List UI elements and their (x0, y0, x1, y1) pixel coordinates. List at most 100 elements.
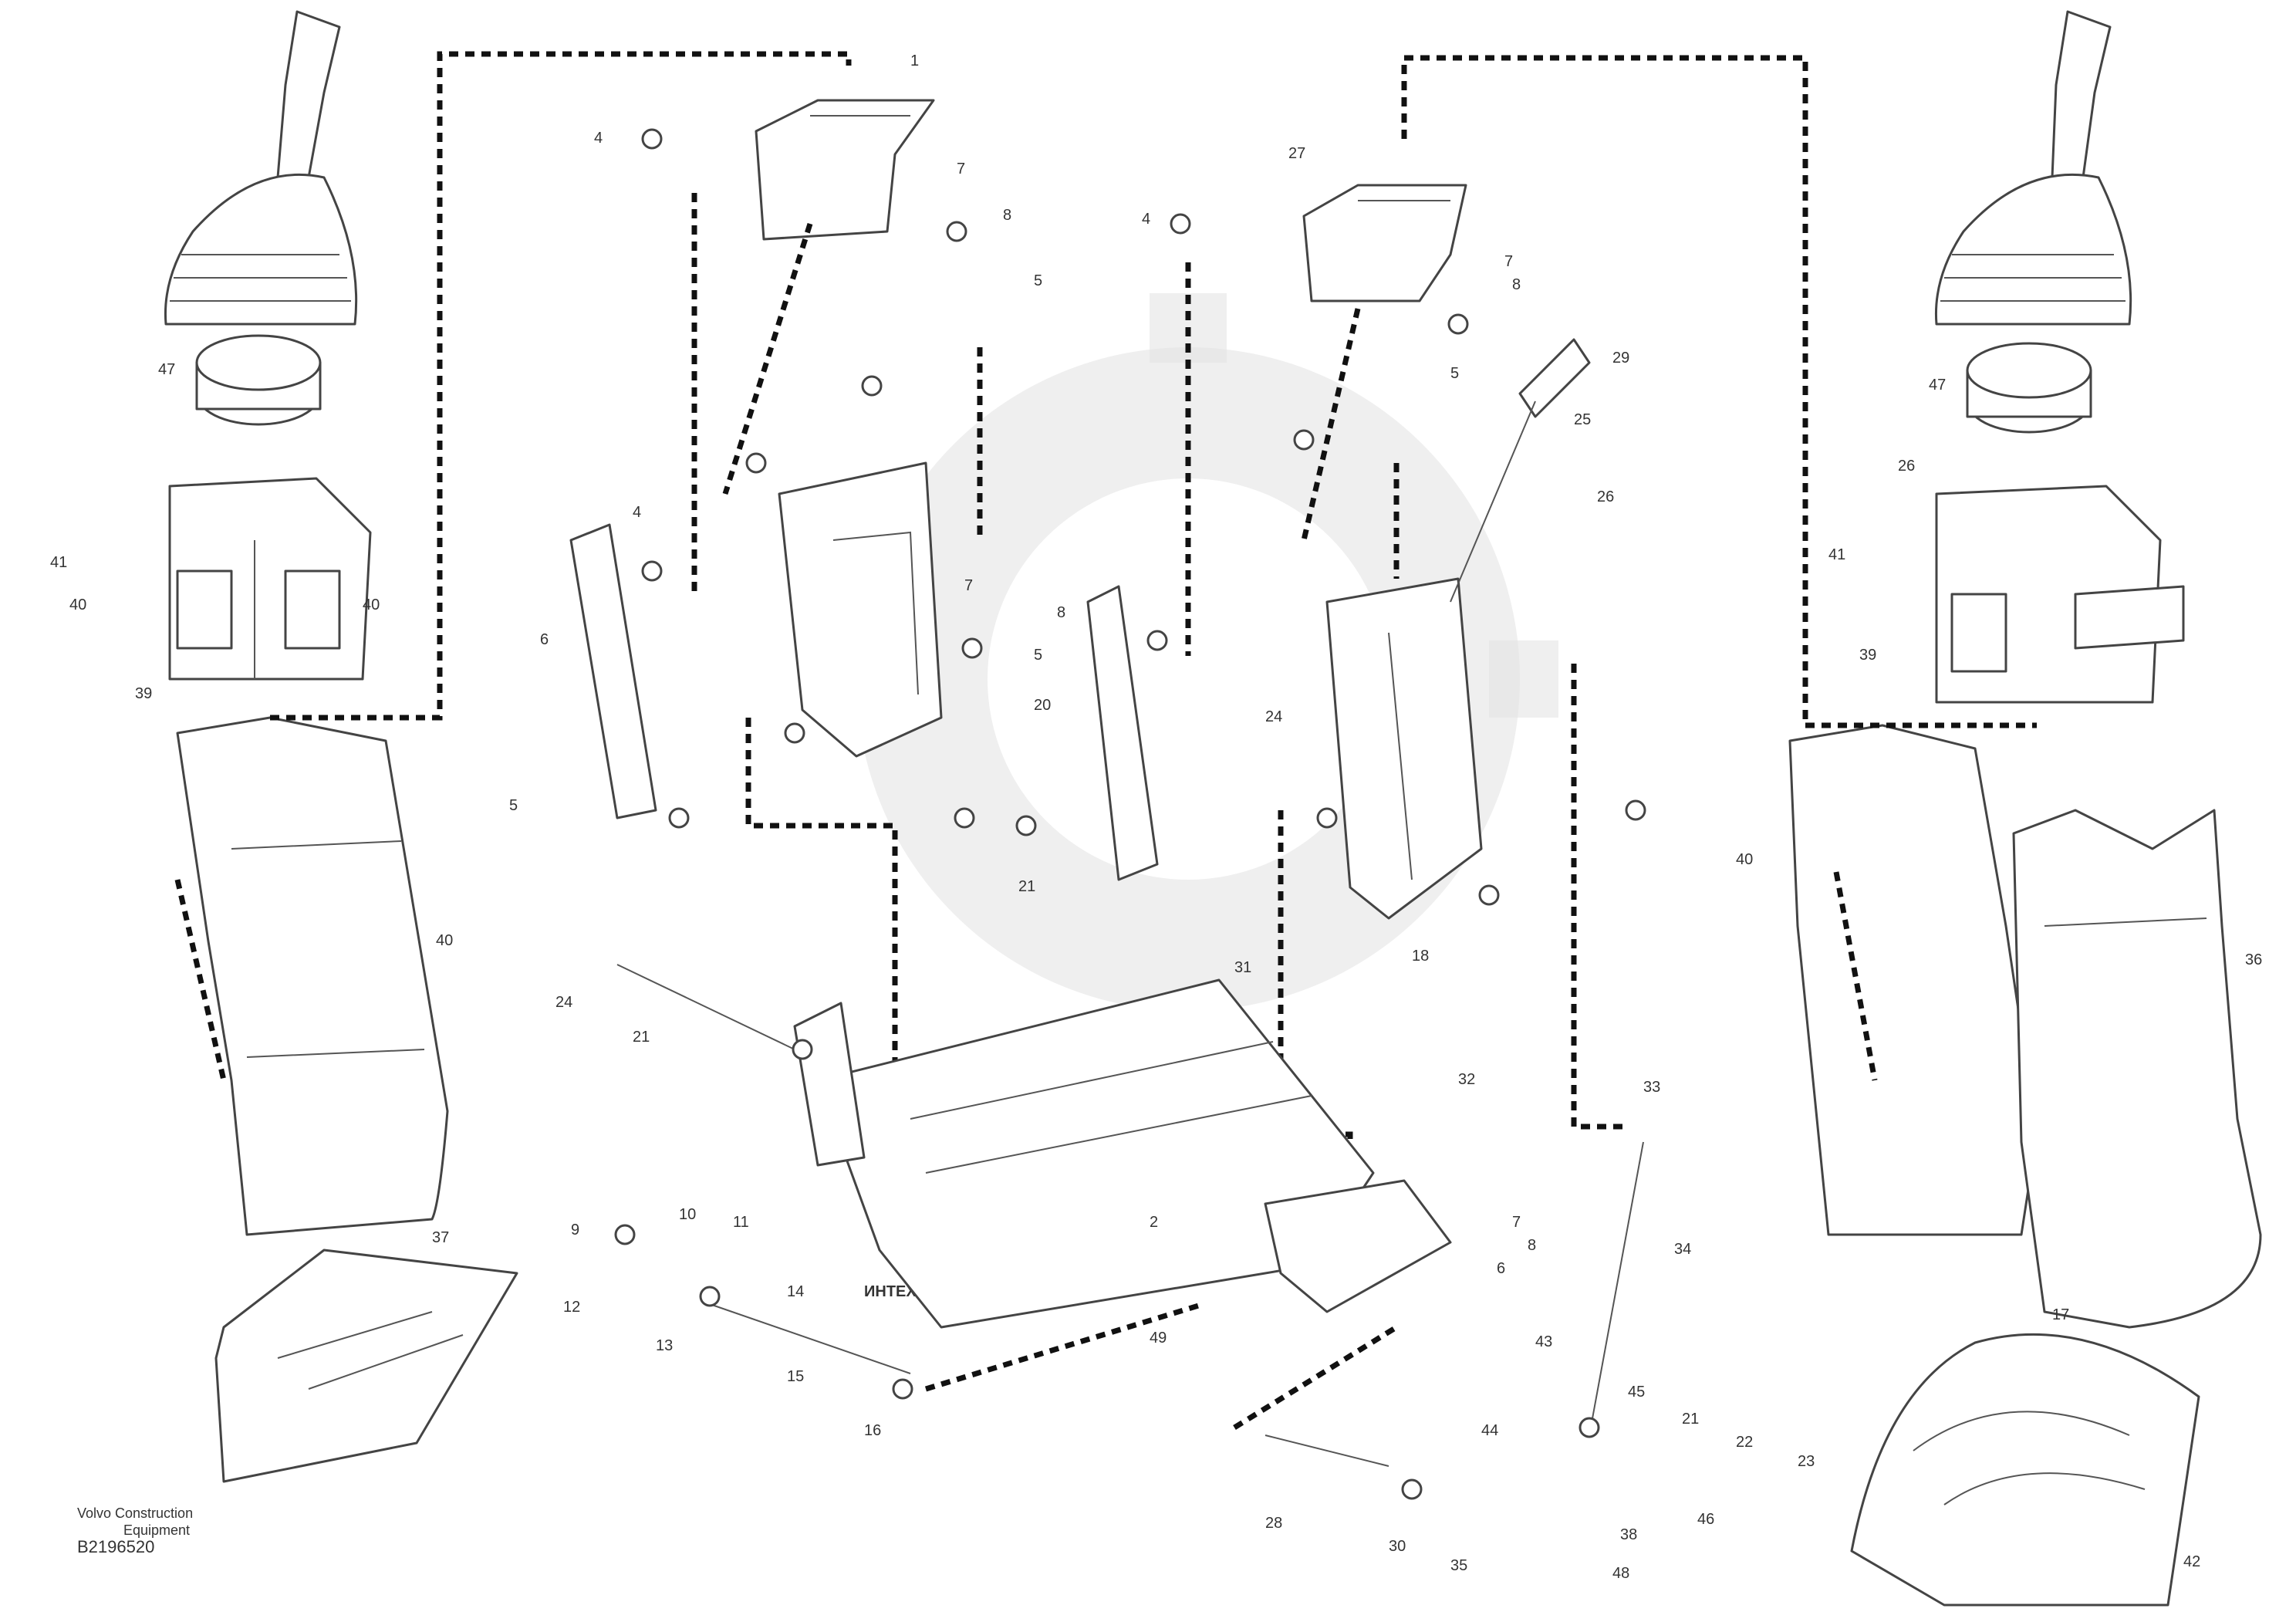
callout-label: 39 (135, 685, 152, 702)
left-control-box (168, 477, 372, 681)
callout-label: 8 (1057, 604, 1065, 621)
callout-label: 21 (633, 1029, 650, 1046)
callout-label: 41 (50, 554, 67, 571)
callout-label: 32 (1458, 1071, 1475, 1088)
callout-label: 7 (957, 161, 965, 177)
left-joystick-handle (164, 10, 358, 326)
callout-label: 5 (1450, 365, 1459, 382)
lower-left-link (616, 964, 911, 1374)
callout-label: 4 (1142, 211, 1150, 228)
callout-label: 47 (1929, 377, 1946, 394)
callout-label: 25 (1574, 411, 1591, 428)
callout-label: 17 (2052, 1306, 2069, 1323)
left-console-housing (176, 716, 449, 1236)
callout-label: 28 (1265, 1515, 1282, 1532)
callout-label: 6 (540, 631, 549, 648)
left-side-dashed-guide (174, 879, 227, 1081)
right-side-dashed-guide (1833, 871, 1878, 1081)
callout-label: 36 (2245, 951, 2262, 968)
callout-label: 40 (436, 932, 453, 949)
callout-label: 2 (1150, 1214, 1158, 1231)
callout-label: 6 (1497, 1260, 1505, 1277)
callout-label: 26 (1597, 488, 1614, 505)
left-bracket-dashed-line-b (722, 222, 813, 495)
callout-label: 23 (1798, 1453, 1815, 1470)
left-mounting-plate (778, 461, 943, 758)
callout-label: 49 (1150, 1330, 1167, 1347)
callout-label: 5 (509, 797, 518, 814)
callout-label: 45 (1628, 1384, 1645, 1401)
lower-right-link (1264, 1141, 1644, 1467)
right-bracket-dashed-line-b (1301, 308, 1361, 541)
right-mounting-plate (1325, 577, 1483, 920)
callout-label: 22 (1736, 1434, 1753, 1451)
callout-label: 31 (1234, 959, 1251, 976)
callout-label: 46 (1697, 1511, 1714, 1528)
left-upper-bracket (755, 99, 935, 241)
callout-label: 7 (964, 577, 973, 594)
right-lever-rod (1450, 338, 1591, 603)
callout-label: 11 (733, 1214, 749, 1231)
callout-label: 20 (1034, 697, 1051, 714)
callout-label: 26 (1898, 458, 1915, 475)
manufacturer-line-2: Equipment (123, 1522, 191, 1538)
callout-label: 12 (563, 1299, 580, 1316)
callout-label: 37 (432, 1229, 449, 1246)
callout-label: 41 (1828, 546, 1845, 563)
callout-label: 40 (363, 596, 380, 613)
right-joystick-boot-ring (1966, 342, 2092, 434)
callout-label: 29 (1612, 350, 1629, 367)
callout-label: 7 (1512, 1214, 1521, 1231)
callout-label: 24 (555, 994, 572, 1011)
callout-label: 43 (1535, 1333, 1552, 1350)
callout-label: 1 (910, 52, 919, 69)
callout-label: 16 (864, 1422, 881, 1439)
callout-label: 40 (69, 596, 86, 613)
fasteners (614, 128, 1646, 1500)
callout-label: 21 (1682, 1411, 1699, 1428)
left-armrest-cover (214, 1249, 518, 1483)
callout-label: 4 (633, 504, 641, 521)
callout-label: 5 (1034, 647, 1042, 664)
callout-label: 24 (1265, 708, 1282, 725)
callout-label: 48 (1612, 1565, 1629, 1582)
left-joystick-boot-ring (195, 334, 322, 426)
drawing-reference-number: B2196520 (77, 1537, 155, 1556)
base-frame (793, 978, 1452, 1329)
callout-label: 8 (1003, 207, 1011, 224)
manufacturer-line-1: Volvo Construction (77, 1505, 194, 1521)
callout-label: 42 (2183, 1553, 2200, 1570)
callout-label: 39 (1859, 647, 1876, 664)
right-top-connection-line (1401, 55, 1808, 725)
callout-label: 44 (1481, 1422, 1498, 1439)
left-lower-dashed-line (745, 718, 898, 1080)
callout-label: 33 (1643, 1079, 1660, 1096)
callout-labels: 1 4 7 5 8 27 4 7 8 5 4 7 8 5 29 25 26 47… (50, 52, 2262, 1582)
callout-label: 8 (1512, 276, 1521, 293)
callout-label: 7 (1504, 253, 1513, 270)
callout-label: 38 (1620, 1526, 1637, 1543)
callout-label: 35 (1450, 1557, 1467, 1574)
callout-label: 15 (787, 1368, 804, 1385)
watermark-text: ИНТЕХ (864, 1283, 917, 1300)
callout-label: 18 (1412, 948, 1429, 965)
callout-label: 5 (1034, 272, 1042, 289)
right-joystick-handle (1934, 10, 2132, 326)
left-vertical-arm (569, 523, 657, 819)
right-armrest-cover (1850, 1333, 2200, 1607)
callout-label: 10 (679, 1206, 696, 1223)
right-bracket-dashed-line-d (1571, 664, 1628, 1130)
callout-label: 30 (1389, 1538, 1406, 1555)
right-vertical-arm (1086, 585, 1159, 881)
callout-label: 4 (594, 130, 603, 147)
left-joystick-connection-line (270, 51, 852, 721)
callout-label: 27 (1288, 145, 1305, 162)
callout-label: 9 (571, 1222, 579, 1238)
callout-label: 8 (1528, 1237, 1536, 1254)
right-upper-bracket (1302, 184, 1467, 302)
callout-label: 13 (656, 1337, 673, 1354)
callout-label: 21 (1018, 878, 1035, 895)
right-console-housing (1788, 724, 2262, 1329)
base-to-right-dashed-line (1233, 1325, 1398, 1430)
